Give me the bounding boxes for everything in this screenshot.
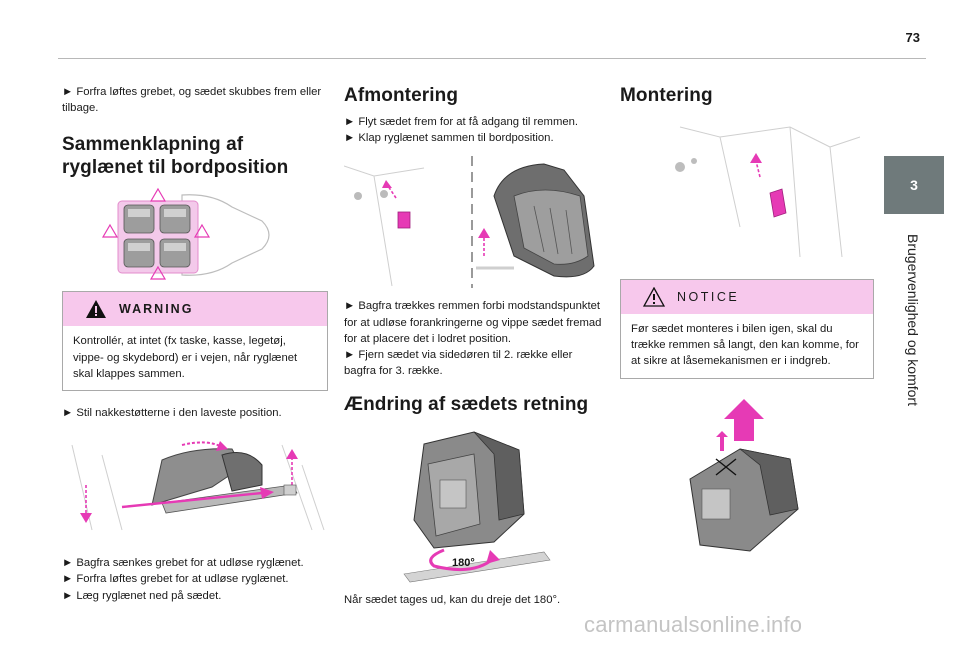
heading-fold-backrest: Sammenklapning af ryglænet til bordposit… [62, 134, 289, 179]
intro-text: ► Forfra løftes grebet, og sædet skubbes… [62, 86, 322, 115]
steps-removal-2-block: ► Bagfra trækkes remmen forbi modstandsp… [344, 298, 602, 379]
warning-text: Kontrollér, at intet (fx taske, kasse, l… [73, 335, 298, 380]
step-fold-1: ► Bagfra sænkes grebet for at udløse ryg… [62, 557, 304, 570]
notice-box: NOTICE Før sædet monteres i bilen igen, … [620, 279, 874, 379]
notice-icon [643, 287, 665, 307]
step-removal-1: ► Flyt sædet frem for at få adgang til r… [344, 116, 579, 128]
column-3: Montering NOTICE Før sædet monteres i bi… [620, 84, 874, 559]
notice-header: NOTICE [621, 280, 873, 314]
warning-header: WARNING [63, 292, 327, 327]
seat-rotation-figure: 180° [403, 431, 551, 583]
step-removal-3: ► Bagfra trækkes remmen forbi modstandsp… [344, 300, 602, 345]
steps-removal-1: ► Flyt sædet frem for at få adgang til r… [344, 114, 602, 146]
rotation-caption: Når sædet tages ud, kan du dreje det 180… [344, 594, 561, 607]
warning-icon [86, 300, 106, 319]
top-rule [58, 58, 926, 59]
step-headrests: ► Stil nakkestøtterne i den laveste posi… [62, 407, 282, 420]
step-fold-3: ► Læg ryglænet ned på sædet. [62, 589, 222, 602]
chapter-label: Brugervenlighed og komfort [905, 234, 921, 406]
backrest-release-figure [71, 441, 325, 531]
page-number: 73 [905, 30, 920, 45]
seat-mounting-figure [675, 126, 861, 258]
seat-removal-figure [344, 156, 595, 289]
step-removal-4: ► Fjern sædet via sidedøren til 2. række… [344, 349, 573, 378]
seat-installation-figure [689, 398, 799, 552]
step-removal-2: ► Klap ryglænet sammen til bordposition. [344, 132, 554, 145]
notice-text: Før sædet monteres i bilen igen, skal du… [631, 323, 859, 368]
seat-layout-figure [101, 188, 270, 281]
notice-title: NOTICE [677, 290, 740, 304]
chapter-tab[interactable]: 3 [884, 156, 944, 214]
warning-title: WARNING [119, 302, 194, 317]
column-2: Afmontering ► Flyt sædet frem for at få … [344, 84, 602, 609]
steps-fold: ► Bagfra sænkes grebet for at udløse ryg… [62, 555, 328, 604]
step-fold-2: ► Forfra løftes grebet for at udløse ryg… [62, 573, 289, 586]
heading-removal: Afmontering [344, 85, 459, 106]
warning-box: WARNING Kontrollér, at intet (fx taske, … [62, 291, 328, 392]
heading-mounting: Montering [620, 85, 713, 106]
rotation-label: 180° [452, 557, 475, 569]
heading-direction: Ændring af sædets retning [344, 394, 589, 416]
column-1: ► Forfra løftes grebet, og sædet skubbes… [62, 84, 328, 604]
watermark: carmanualsonline.info [584, 612, 803, 637]
